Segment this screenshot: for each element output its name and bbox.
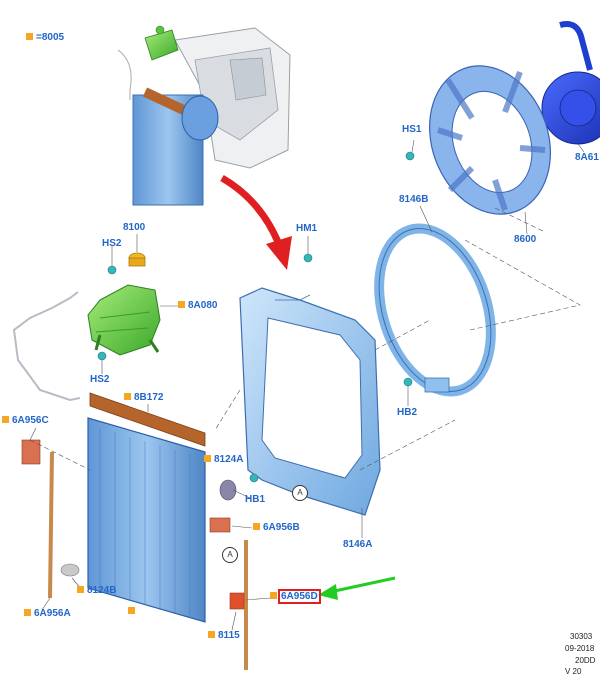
callout-8005: =8005 — [26, 32, 64, 44]
coolant-reservoir-illustration — [87, 284, 161, 356]
callout-text: 8124A — [214, 454, 244, 465]
callout-text: 6A956C — [12, 415, 49, 426]
callout-text: 8124B — [87, 585, 117, 596]
view-marker-a-lower: A — [222, 547, 238, 563]
leader-lines — [29, 139, 585, 631]
callout-hb2: HB2 — [397, 407, 418, 418]
callout-text: 8115 — [218, 630, 240, 641]
callout-6a956b: 6A956B — [253, 522, 300, 534]
callout-8b172: 8B172 — [124, 392, 163, 404]
marker-square — [253, 523, 260, 530]
marker-square — [128, 607, 135, 614]
fan-ring-illustration — [374, 223, 496, 397]
callout-hm1: HM1 — [296, 223, 318, 234]
highlighted-part-number: 6A956D — [278, 589, 321, 604]
fan-clutch-illustration — [541, 21, 600, 145]
fasteners — [97, 151, 415, 483]
radiator-illustration — [87, 417, 206, 623]
callout-8a080: 8A080 — [178, 300, 217, 312]
callout-marker-unlabeled — [128, 606, 135, 618]
insulator-a — [219, 479, 237, 501]
green-arrowhead — [318, 584, 338, 600]
callout-hb1: HB1 — [245, 494, 266, 505]
red-arrowhead — [266, 236, 292, 270]
callout-hs1: HS1 — [402, 124, 422, 135]
air-deflector-c — [21, 439, 41, 465]
marker-square — [26, 33, 33, 40]
marker-square — [2, 416, 9, 423]
air-deflector-b — [209, 517, 231, 533]
callout-8146a: 8146A — [343, 539, 373, 550]
callout-hs2-top: HS2 — [102, 238, 122, 249]
engine-overview-illustration — [117, 25, 291, 206]
callout-hs2-bottom: HS2 — [90, 374, 110, 385]
marker-square — [24, 609, 31, 616]
insulator-b — [60, 563, 80, 577]
callout-6a956c: 6A956C — [2, 415, 49, 427]
reference-line-1: 30303 — [570, 632, 593, 641]
callout-8a61: 8A61 — [575, 152, 599, 163]
upper-air-seal — [89, 392, 206, 447]
callout-text: 8B172 — [134, 392, 164, 403]
callout-8115: 8115 — [208, 630, 240, 642]
callout-text: 6A956B — [263, 522, 300, 533]
coolant-tube — [12, 291, 81, 402]
fan-blade-illustration — [429, 65, 551, 215]
callout-8146b: 8146B — [399, 194, 429, 205]
callout-8600: 8600 — [514, 234, 537, 245]
marker-square — [77, 586, 84, 593]
callout-8124b: 8124B — [77, 585, 116, 597]
callout-8100: 8100 — [123, 222, 146, 233]
callout-text: 8A080 — [188, 300, 218, 311]
marker-square — [204, 455, 211, 462]
marker-square — [208, 631, 215, 638]
callout-6a956a: 6A956A — [24, 608, 71, 620]
left-side-seal — [48, 451, 54, 599]
reservoir-cap-illustration — [128, 252, 146, 267]
red-direction-arrow — [220, 174, 282, 244]
callout-8124a: 8124A — [204, 454, 243, 466]
reference-line-4: V 20 — [565, 667, 582, 676]
callout-text: =8005 — [36, 32, 65, 43]
green-pointer-arrow — [329, 576, 396, 594]
marker-square — [270, 592, 277, 599]
overview-reservoir-icon — [144, 25, 179, 61]
reference-line-3: 20DD — [575, 656, 596, 665]
alignment-lines — [29, 207, 581, 471]
marker-square — [124, 393, 131, 400]
marker-square — [178, 301, 185, 308]
callout-6a956d: 6A956D — [270, 589, 321, 604]
view-marker-a-upper: A — [292, 485, 308, 501]
callout-text: 6A956A — [34, 608, 71, 619]
air-deflector-d — [229, 592, 245, 610]
reference-line-2: 09-2018 — [565, 644, 595, 653]
fan-shroud-illustration — [239, 287, 381, 516]
